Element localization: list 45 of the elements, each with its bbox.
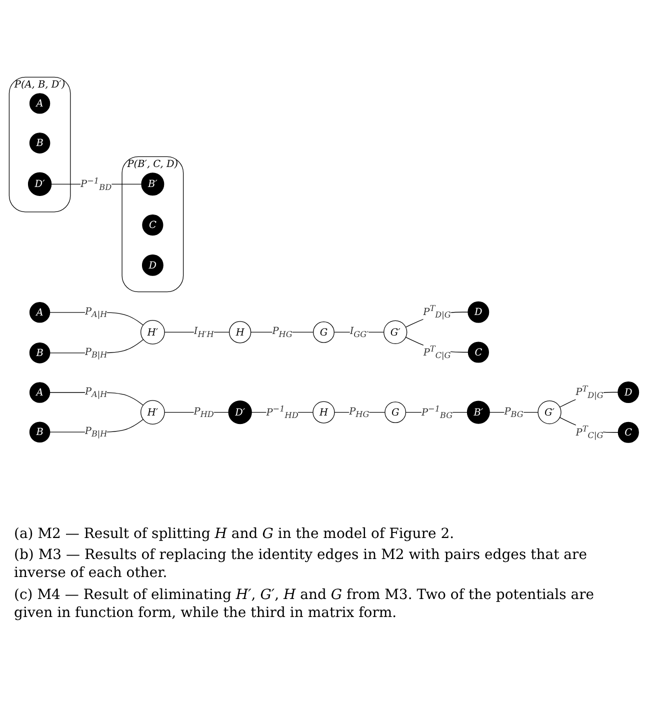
node-circle: [228, 400, 252, 424]
edge-label: P$_{HG}$: [272, 325, 292, 339]
cluster: [121, 156, 184, 292]
node-circle: [28, 302, 50, 323]
node-circle: [28, 382, 50, 403]
edge-label: P$_{B|H}$: [84, 346, 107, 360]
edge-label: I$_{H′H}$: [193, 325, 214, 339]
node-circle: [466, 400, 490, 424]
figure-caption: (c) M4 — Result of eliminating H′, G′, H and G from M3. Two of the potentials are given in function form, while the third in matrix form.: [14, 586, 596, 622]
node-circle: [140, 172, 164, 196]
connector: [49, 392, 143, 406]
node-circle: [384, 402, 406, 424]
node-circle: [140, 400, 164, 425]
edge-label: I$_{GG′}$: [349, 325, 368, 339]
node-circle: [467, 301, 489, 323]
node-circle: [141, 254, 163, 276]
node-circle: [617, 422, 638, 444]
connector: [250, 332, 314, 333]
edge-label: P$_{BG}$: [504, 405, 523, 419]
node-circle: [140, 320, 164, 344]
figure-caption: (b) M3 — Results of replacing the identity edges in M2 with pairs edges that are inverse of each other.: [14, 546, 588, 583]
edge-label: P$_{A|H}$: [84, 386, 107, 400]
edge-label: P$_{HD}$: [193, 405, 214, 419]
node-circle: [467, 342, 488, 363]
figure-caption: (a) M2 — Result of splitting H and G in the model of Figure 2.: [14, 525, 456, 544]
cluster: [8, 76, 70, 212]
node-circle: [537, 400, 561, 424]
node-circle: [383, 320, 407, 344]
node-circle: [312, 401, 334, 424]
node-circle: [142, 214, 163, 236]
edge-label: P$_{A|H}$: [84, 305, 107, 320]
node-circle: [617, 382, 639, 404]
node-circle: [312, 322, 334, 343]
node-circle: [27, 172, 52, 196]
node-circle: [28, 342, 50, 364]
edge-label: P$_{B|H}$: [84, 425, 107, 439]
node-circle: [28, 93, 50, 114]
connector: [49, 312, 143, 326]
connector: [164, 412, 228, 413]
edge-label: P$_{HG}$: [348, 405, 369, 419]
connector: [49, 419, 143, 433]
connector: [49, 339, 144, 354]
node-circle: [28, 132, 50, 154]
node-circle: [28, 422, 50, 443]
node-circle: [228, 321, 251, 344]
